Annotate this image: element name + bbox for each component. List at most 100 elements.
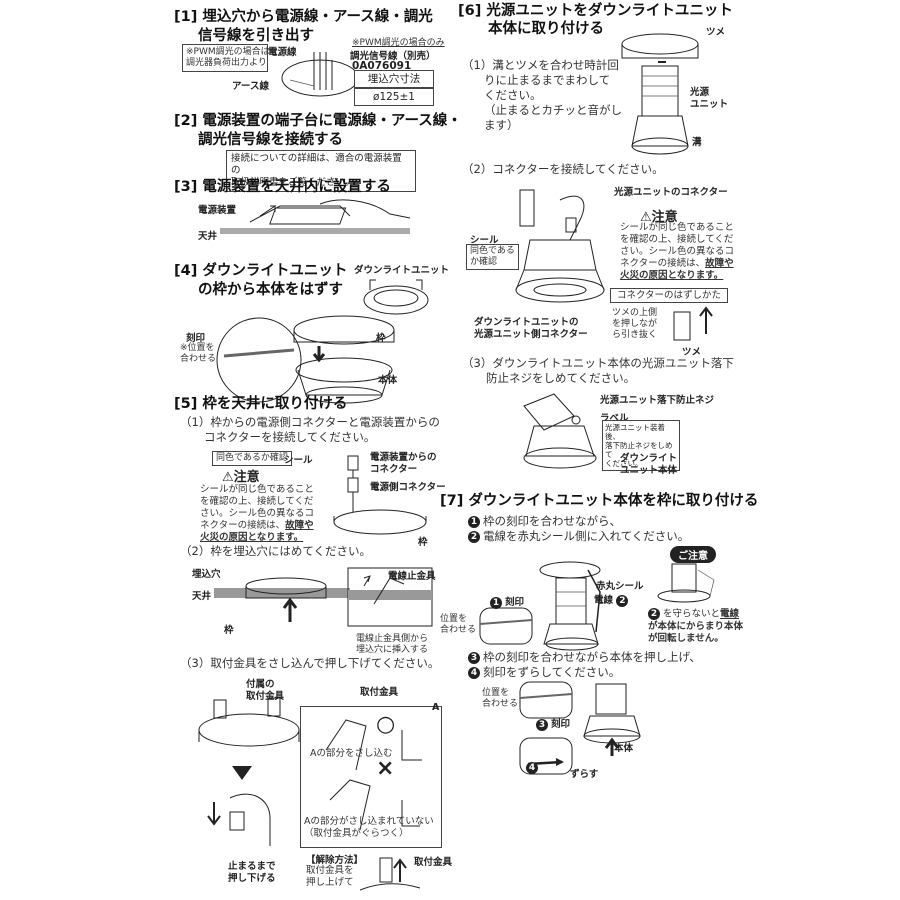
frame-label-s5: 枠: [418, 537, 428, 548]
hand-push-illustration: [207, 793, 271, 846]
release-illustration: [359, 857, 421, 891]
stopper-note-line1: 電線止金具側から: [356, 634, 429, 644]
wire-illustration: [281, 52, 359, 97]
release-title: 【解除方法】: [306, 855, 364, 866]
same-color-box-s6: 同色である か確認: [466, 244, 519, 270]
cutout-size-label: 埋込穴寸法: [354, 70, 434, 88]
align-s7b-line1: 位置を: [482, 688, 510, 698]
align-s7-line2: 合わせる: [440, 625, 477, 635]
wire-label: 電線 2: [594, 592, 631, 607]
dl-body-line1: ダウンライト: [620, 453, 678, 464]
section5-title: [5] 枠を天井に取り付ける: [174, 396, 348, 412]
caution-title-s6: ⚠注意: [640, 210, 678, 225]
insert-a-note: Aの部分をさし込む: [310, 748, 393, 759]
pwm-note-line1: ※PWM調光の場合は: [186, 47, 270, 57]
section4-title-line1: [4] ダウンライトユニット: [174, 263, 348, 279]
caution-text-s5: シールが同じ色であること を確認の上、接続してくだ さい。シール色の異なるコ ネ…: [200, 484, 314, 544]
connection-note-line1: 接続についての詳細は、適合の電源装置の: [231, 153, 402, 176]
model-number: 0A076091: [352, 60, 412, 72]
red-seal-label: 赤丸シール: [596, 581, 644, 592]
caution-s6-line1: シールが同じ色であること: [620, 222, 734, 233]
power-unit-illustration: [220, 199, 411, 234]
light-unit-illustration: [621, 33, 699, 155]
section2-title-line1: [2] 電源装置の端子台に電源線・アース線・: [174, 113, 462, 129]
pwm-note-line2: 調光器負荷出力より: [186, 58, 267, 68]
frame-insert-illustration: [214, 567, 433, 627]
downlight-unit-label: ダウンライトユニット: [354, 265, 450, 276]
power-side-connector-label: 電源側コネクター: [370, 482, 446, 493]
ceiling-label-s5: 天井: [192, 591, 212, 602]
stopper-note-line2: 埋込穴に挿入する: [356, 645, 429, 655]
cutout-label-s5: 埋込穴: [192, 569, 221, 580]
caution-s5-line1: シールが同じ色であること: [200, 484, 314, 495]
label-note-line3: ください。: [605, 459, 643, 468]
ng-mark: ×: [376, 756, 395, 781]
step-num-4-shift: 4: [526, 762, 538, 774]
step-num-2-wire: 2: [616, 594, 629, 607]
down-triangle-icon: [232, 766, 252, 780]
warn-line2: が本体にからまり本体: [648, 620, 744, 632]
a-label: A: [432, 702, 440, 713]
section6-title-line1: [6] 光源ユニットをダウンライトユニット: [458, 3, 733, 19]
pwm-only-note: ※PWM調光の場合のみ: [352, 38, 445, 48]
section4-title-line2: の枠から本体をはずす: [198, 282, 343, 298]
section6-title-line2: 本体に取り付ける: [488, 21, 604, 37]
s5-step1-line1: （1）枠からの電源側コネクターと電源装置からの: [180, 415, 440, 429]
step-num-3-mark: 3: [536, 718, 548, 731]
anti-drop-screw-label: 光源ユニット落下防止ネジ: [600, 395, 715, 406]
power-unit-label: 電源装置: [198, 205, 237, 216]
cutout-size-value: ø125±1: [354, 88, 434, 106]
release-line2: 押し上げて: [306, 877, 354, 888]
caution-text-s6: シールが同じ色であること を確認の上、接続してくだ さい。シール色の異なるコ ネ…: [620, 222, 734, 282]
bracket-ring-illustration: [198, 697, 300, 747]
label-note-line2: 落下防止ネジをしめて: [605, 441, 673, 459]
unit-connector-label: 光源ユニットのコネクター: [614, 187, 728, 198]
seal-label-s5: シール: [284, 455, 313, 466]
remove-note-line1: ツメの上側: [612, 308, 658, 318]
s7-line2-text: 電線を赤丸シール側に入れてください。: [483, 529, 690, 543]
section1-title-line2: 信号線を引き出す: [198, 28, 314, 44]
caution-s6-line4b: 故障や: [705, 258, 734, 269]
align-s7-line1: 位置を: [440, 614, 468, 624]
attention-badge: ご注意: [670, 546, 716, 563]
attached-bracket-line2: 取付金具: [246, 691, 285, 702]
groove-label: 溝: [692, 137, 702, 148]
connection-note-box: 接続についての詳細は、適合の電源装置の 取扱説明書をご覧ください。: [226, 150, 416, 192]
remove-title-box: コネクターのはずしかた: [610, 288, 728, 303]
label-label: ラベル: [600, 413, 629, 424]
section7-title: [7] ダウンライトユニット本体を枠に取り付ける: [440, 493, 759, 509]
release-bracket-label: 取付金具: [414, 857, 453, 868]
wire-label-text: 電線: [594, 595, 614, 606]
body-label-s4: 本体: [378, 375, 398, 386]
ng-note-line1: Aの部分がさし込まれていない: [304, 816, 434, 827]
shift-step-num: 4: [526, 762, 541, 774]
warn-line1a: を守らないと: [663, 608, 721, 620]
align-note-line1: ※位置を: [180, 343, 215, 353]
ng-note-line2: （取付金具がぐらつく）: [304, 828, 409, 839]
wire-stopper-label: 電線止金具: [388, 571, 436, 582]
same-color-check-box: 同色であるか確認: [212, 451, 292, 466]
s6-step1-line4: （止まるとカチッと音がし: [484, 103, 622, 117]
section3-title: [3] 電源装置を天井内に設置する: [174, 179, 391, 195]
caution-s5-line3: さい。シール色の異なるコ: [200, 508, 315, 519]
s6-step1-line1: （1）溝とツメを合わせ時計回: [462, 58, 619, 72]
seal-label-s6: シール: [470, 235, 499, 246]
s6-step1-line5: ます）: [484, 118, 519, 132]
same-color-s6-line2: か確認: [470, 257, 498, 267]
push-note-line1: 止まるまで: [228, 861, 276, 872]
dl-connector-line2: 光源ユニット側コネクター: [474, 329, 588, 340]
caution-s5-line2: を確認の上、接続してくだ: [200, 496, 314, 507]
caution-s5-line4b: 故障や: [285, 520, 314, 531]
s6-step2: （2）コネクターを接続してください。: [462, 162, 664, 176]
caution-s5-line4a: ネクターの接続は、: [200, 520, 286, 531]
s6-step3-line2: 防止ネジをしめてください。: [486, 371, 636, 385]
step-num-2: 2: [468, 530, 480, 543]
caution-s6-line2: を確認の上、接続してくだ: [620, 234, 734, 245]
same-color-s6-line1: 同色である: [470, 246, 515, 256]
align-s7b-line2: 合わせる: [482, 699, 519, 709]
body-label-s7: 本体: [614, 743, 634, 754]
caution-title-s5: ⚠注意: [222, 470, 260, 485]
